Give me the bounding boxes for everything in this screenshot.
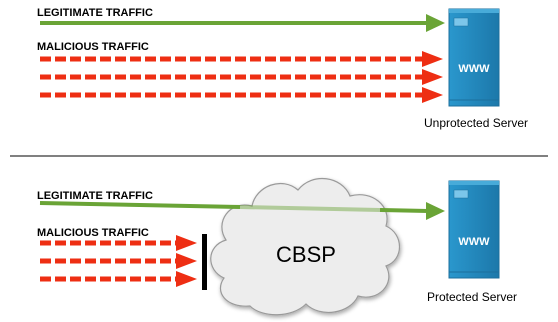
mitigation-barrier (202, 234, 207, 290)
bottom-malicious-label: MALICIOUS TRAFFIC (37, 227, 149, 239)
top-server-caption: Unprotected Server (424, 116, 529, 130)
top-legitimate-label: LEGITIMATE TRAFFIC (37, 7, 153, 19)
bottom-legitimate-label: LEGITIMATE TRAFFIC (37, 190, 153, 202)
bottom-malicious-arrow-2 (40, 253, 197, 269)
cloud-label: CBSP (276, 242, 336, 267)
bottom-server-caption: Protected Server (427, 290, 518, 304)
top-malicious-label: MALICIOUS TRAFFIC (37, 41, 149, 53)
top-server-badge: WWW (458, 63, 490, 75)
bottom-malicious-arrow-1 (40, 235, 197, 251)
bottom-server-icon (448, 180, 500, 279)
bottom-malicious-arrow-3 (40, 271, 197, 287)
bottom-legitimate-arrow (39, 201, 445, 220)
top-server-icon (448, 8, 500, 107)
bottom-server-badge: WWW (458, 236, 490, 248)
top-malicious-arrow-3 (40, 87, 443, 103)
top-malicious-arrow-1 (40, 51, 443, 67)
top-malicious-arrow-2 (40, 69, 443, 85)
top-legitimate-arrow (40, 14, 445, 32)
cbsp-cloud (210, 177, 400, 316)
